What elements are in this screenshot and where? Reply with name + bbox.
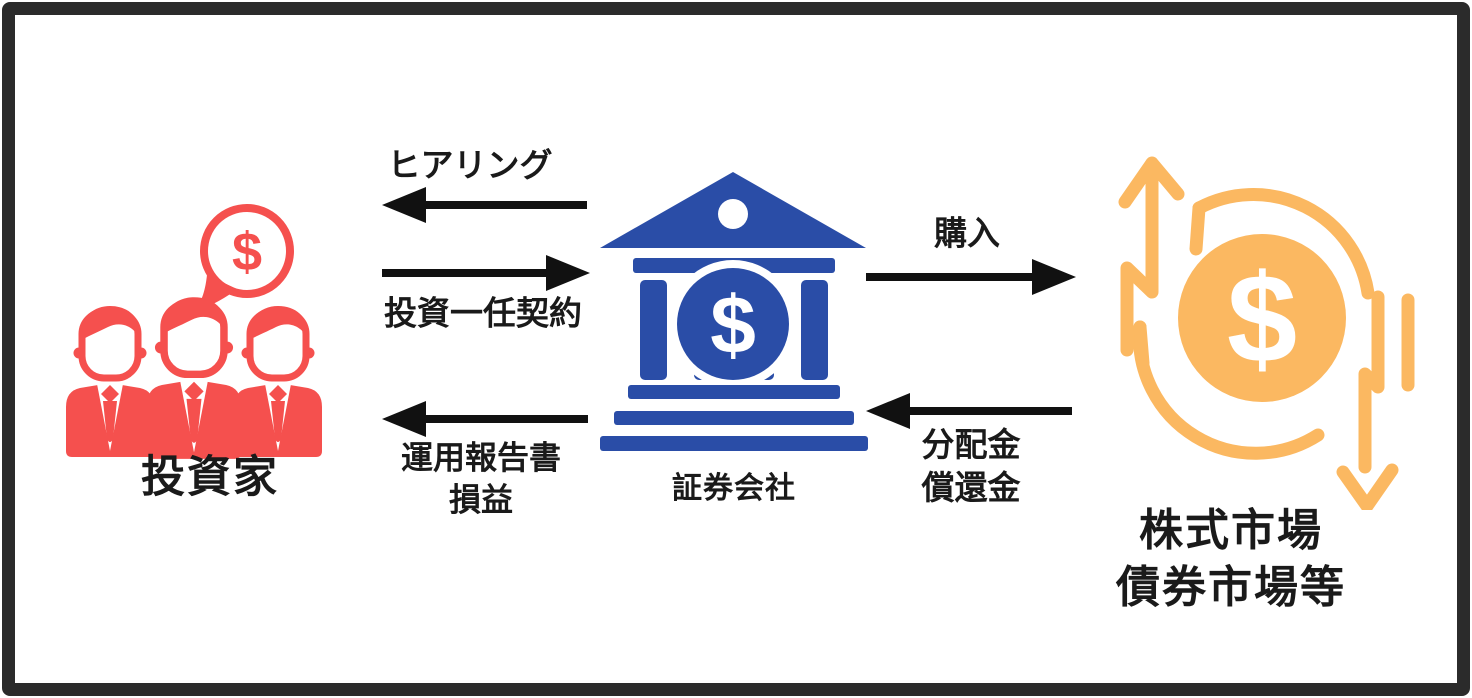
report-arrow: [382, 401, 588, 437]
report-label: 運用報告書 損益: [401, 437, 561, 520]
purchase-arrow: [866, 259, 1076, 295]
distribution-label: 分配金 償還金: [922, 424, 1021, 510]
distribution-label-line2: 償還金: [921, 469, 1021, 506]
businessmen-icon: [66, 297, 322, 459]
markets-label-line1: 株式市場: [1139, 505, 1323, 555]
distribution-label-line1: 分配金: [921, 426, 1021, 464]
currency-exchange-icon: $: [1118, 156, 1415, 510]
mandate-label: 投資一任契約: [384, 294, 582, 332]
hearing-arrow: [382, 187, 587, 223]
purchase-label: 購入: [934, 214, 1000, 252]
bank-icon: $: [600, 172, 868, 451]
investors-label: 投資家: [141, 452, 279, 502]
market-dollar-symbol: $: [1227, 248, 1297, 389]
distribution-arrow: [866, 393, 1072, 429]
markets-label: 株式市場 債券市場等: [1116, 502, 1346, 616]
securities-company-label: 証券会社: [672, 472, 796, 505]
markets-label-line2: 債券市場等: [1116, 563, 1346, 612]
report-label-line2: 損益: [448, 481, 514, 517]
bubble-dollar-symbol: $: [232, 222, 262, 282]
mandate-arrow: [382, 255, 590, 291]
report-label-line1: 運用報告書: [400, 439, 562, 476]
bank-dollar-symbol: $: [710, 280, 756, 371]
investors-icon: $: [66, 204, 322, 459]
hearing-label: ヒアリング: [387, 146, 553, 184]
